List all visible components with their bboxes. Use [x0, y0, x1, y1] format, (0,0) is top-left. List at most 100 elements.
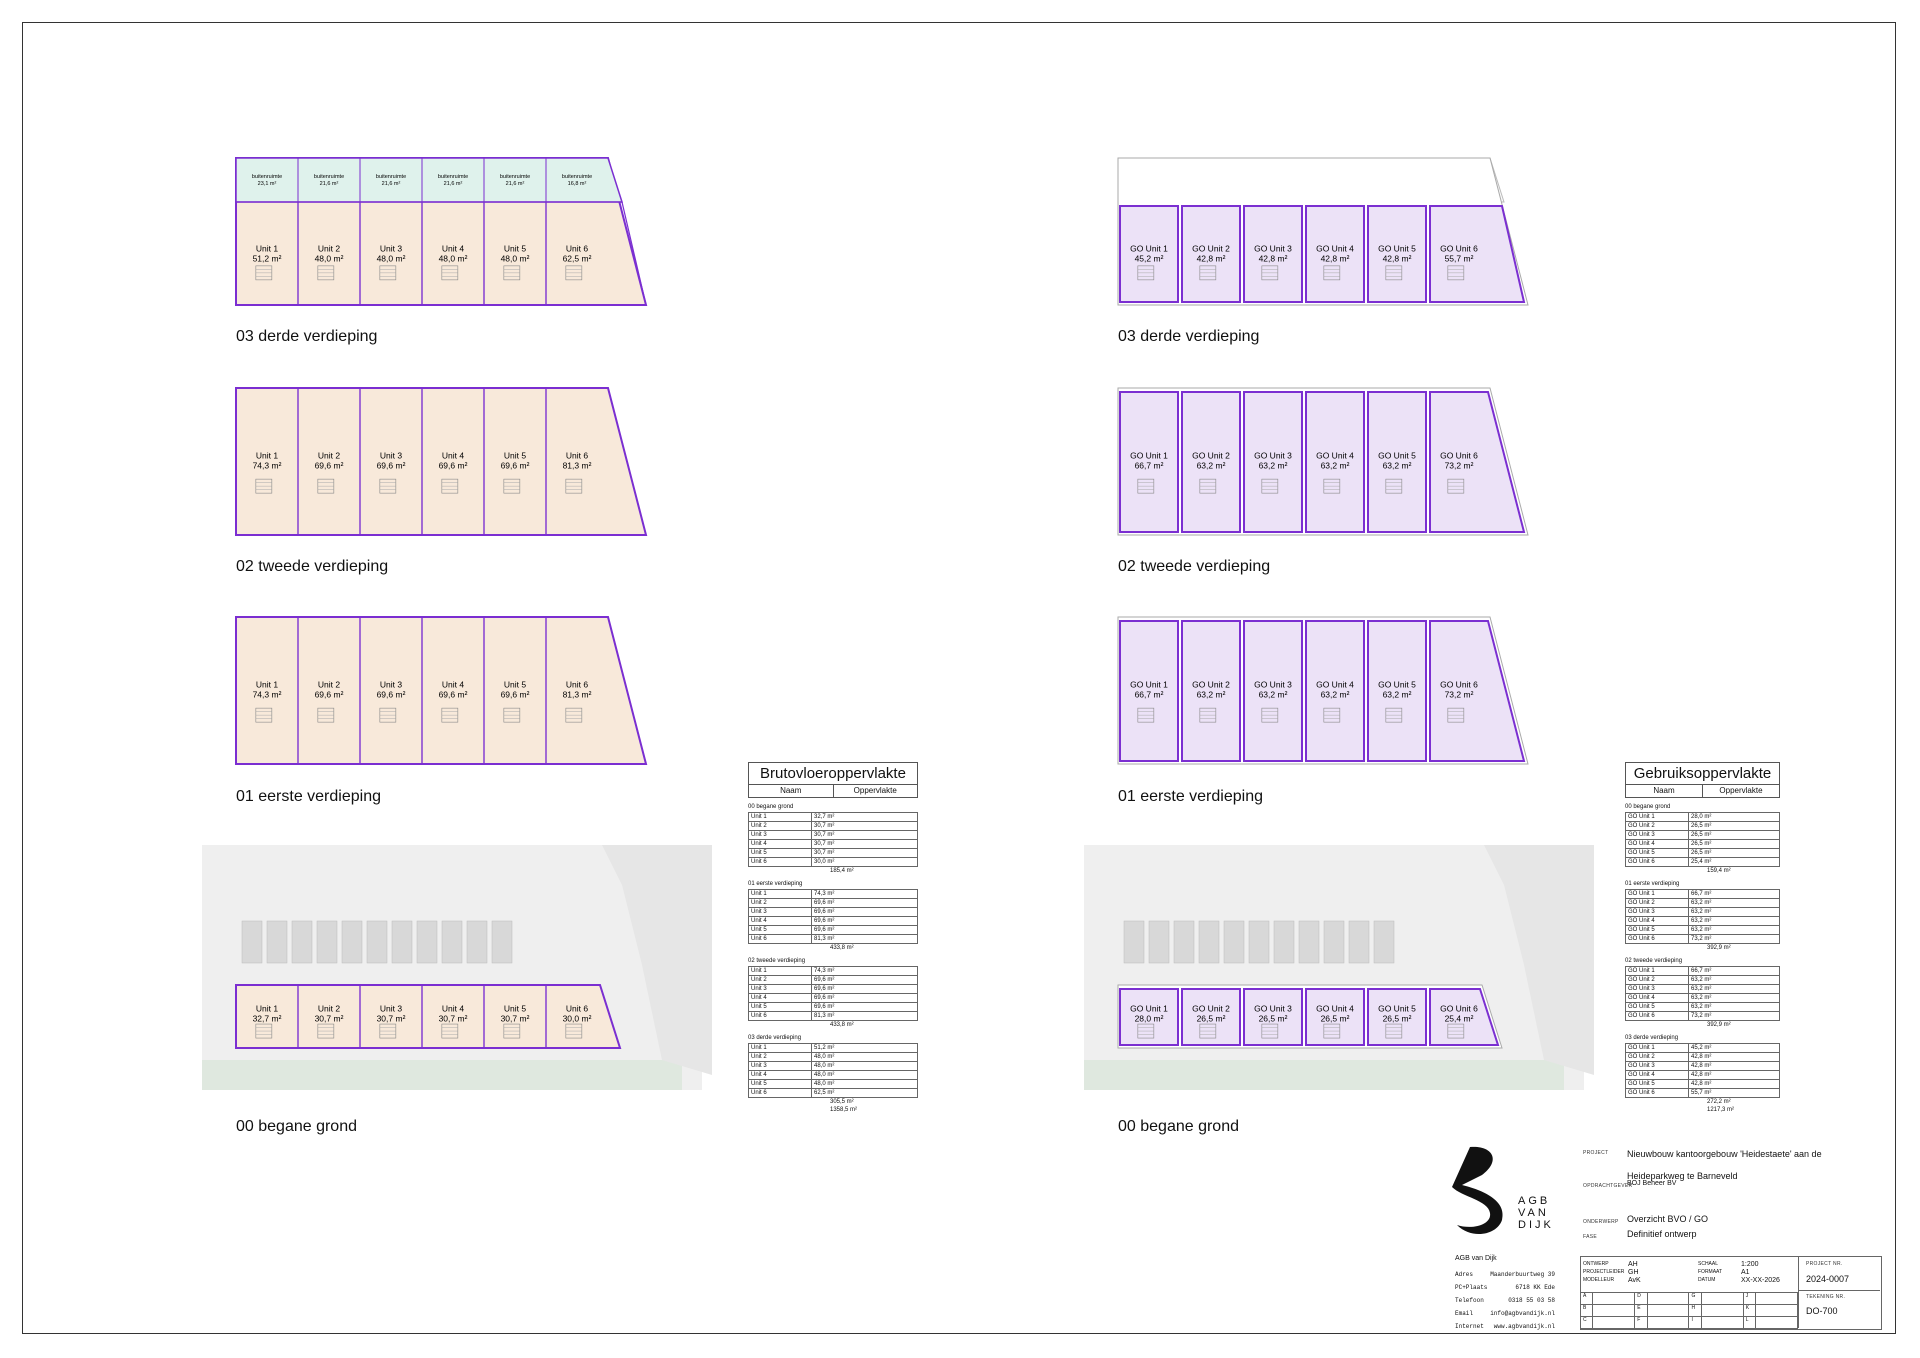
unit-name: GO Unit 4 [1316, 680, 1354, 690]
cell-name: Unit 5 [749, 1003, 812, 1011]
phase-value: Definitief ontwerp [1627, 1229, 1697, 1239]
unit-area: 51,2 m² [253, 253, 282, 263]
table-group-title: 00 begane grond [1625, 804, 1671, 810]
unit-name: Unit 6 [566, 243, 588, 253]
unit-area: 55,7 m² [1445, 253, 1474, 263]
unit-area: 63,2 m² [1321, 690, 1350, 700]
cell-area: 63,2 m² [1691, 918, 1712, 924]
group-total: 433,8 m² [830, 945, 854, 951]
unit-outline [1119, 205, 1179, 303]
cell-name: GO Unit 2 [1626, 976, 1689, 984]
parking-space [291, 920, 313, 964]
unit-area: 42,8 m² [1383, 253, 1412, 263]
unit-area: 69,6 m² [315, 690, 344, 700]
unit-name: Unit 3 [380, 1003, 402, 1013]
col-header-area: Oppervlakte [853, 786, 897, 795]
unit-area: 63,2 m² [1259, 690, 1288, 700]
floor-label: 01 eerste verdieping [1118, 788, 1263, 805]
unit-outline [1367, 988, 1427, 1046]
unit-outline [1181, 205, 1241, 303]
unit-outline [545, 984, 621, 1049]
cell-name: GO Unit 3 [1626, 908, 1689, 916]
cell-area: 26,5 m² [1691, 850, 1712, 856]
unit-name: Unit 6 [566, 1003, 588, 1013]
cell-name: Unit 5 [749, 926, 812, 934]
cell-area: 74,3 m² [814, 968, 835, 974]
cell-area: 28,0 m² [1691, 814, 1712, 820]
cell-area: 81,3 m² [814, 1013, 835, 1019]
unit-name: GO Unit 3 [1254, 451, 1292, 461]
unit-name: GO Unit 1 [1130, 680, 1168, 690]
unit-outline [1367, 205, 1427, 303]
unit-outline [1429, 391, 1526, 533]
unit-outline [545, 387, 647, 536]
unit-outline [1243, 988, 1303, 1046]
floor-label: 00 begane grond [236, 1118, 357, 1135]
unit-outline [1305, 988, 1365, 1046]
parking-space [491, 920, 513, 964]
cell-area: 66,7 m² [1691, 968, 1712, 974]
unit-name: Unit 6 [566, 680, 588, 690]
unit-name: Unit 1 [256, 451, 278, 461]
unit-name: Unit 2 [318, 243, 340, 253]
parking-space [1148, 920, 1170, 964]
unit-area: 63,2 m² [1197, 690, 1226, 700]
cell-area: 63,2 m² [1691, 927, 1712, 933]
unit-name: GO Unit 1 [1130, 243, 1168, 253]
cell-area: 74,3 m² [814, 891, 835, 897]
cell-area: 42,8 m² [1691, 1063, 1712, 1069]
unit-area: 45,2 m² [1135, 253, 1164, 263]
cell-area: 81,3 m² [814, 936, 835, 942]
cell-name: GO Unit 2 [1626, 1053, 1689, 1061]
unit-name: Unit 5 [504, 243, 526, 253]
buitenruimte-area: 23,1 m² [258, 181, 277, 187]
unit-area: 25,4 m² [1445, 1013, 1474, 1023]
parking-space [1173, 920, 1195, 964]
cell-name: Unit 3 [749, 908, 812, 916]
unit-outline [1243, 205, 1303, 303]
unit-area: 74,3 m² [253, 461, 282, 471]
client-label: OPDRACHTGEVER [1583, 1183, 1633, 1189]
revision-letter: B [1579, 1304, 1594, 1317]
cell-name: GO Unit 4 [1626, 1071, 1689, 1079]
revision-letter: J [1742, 1292, 1756, 1305]
cell-area: 26,5 m² [1691, 841, 1712, 847]
unit-area: 28,0 m² [1135, 1013, 1164, 1023]
cell-name: GO Unit 3 [1626, 985, 1689, 993]
buitenruimte-name: buitenruimte [438, 174, 468, 180]
cell-name: GO Unit 4 [1626, 840, 1689, 848]
cell-area: 63,2 m² [1691, 909, 1712, 915]
cell-name: Unit 4 [749, 840, 812, 848]
unit-area: 81,3 m² [563, 690, 592, 700]
unit-area: 42,8 m² [1321, 253, 1350, 263]
unit-area: 63,2 m² [1383, 461, 1412, 471]
unit-area: 48,0 m² [439, 253, 468, 263]
cell-name: Unit 2 [749, 976, 812, 984]
cell-area: 26,5 m² [1691, 832, 1712, 838]
unit-outline [1305, 391, 1365, 533]
unit-name: Unit 2 [318, 1003, 340, 1013]
company-logo-icon [1452, 1146, 1503, 1235]
unit-area: 63,2 m² [1197, 461, 1226, 471]
project-value: Nieuwbouw kantoorgebouw 'Heidestaete' aa… [1627, 1149, 1822, 1181]
